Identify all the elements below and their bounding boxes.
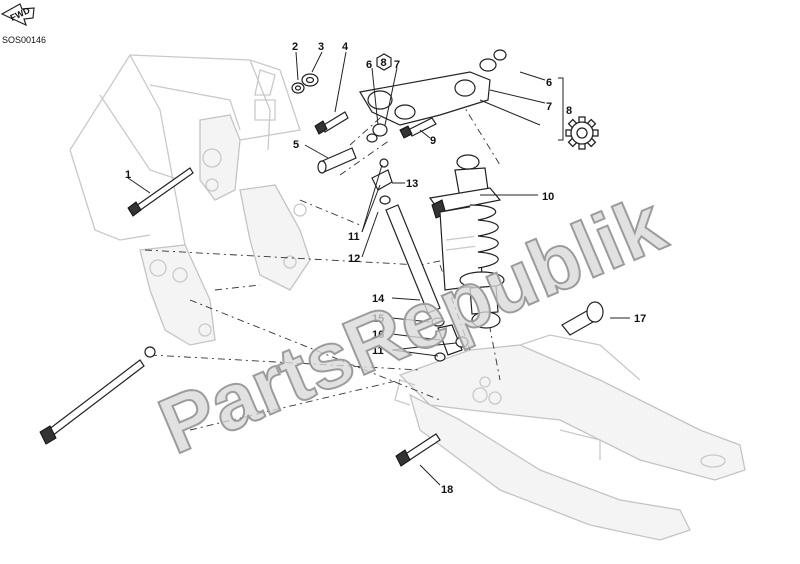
callout-8-right: 8 (566, 105, 572, 117)
callouts: 1 2 3 4 5 6 7 6 7 8 9 10 11 12 13 14 15 … (125, 41, 646, 496)
callout-13: 13 (406, 178, 418, 190)
callout-6-left: 6 (366, 59, 372, 71)
part-4-bolt (314, 111, 349, 135)
part-1-bolt (127, 167, 194, 217)
callout-4: 4 (342, 41, 349, 53)
callout-10: 10 (542, 191, 554, 203)
linkage-rocker (359, 49, 507, 143)
callout-3: 3 (318, 41, 324, 53)
hexagon-8-symbol: 8 (376, 53, 392, 71)
callout-8-hexagon: 8 (381, 57, 387, 69)
part-17-bolt (561, 301, 604, 336)
fwd-direction-badge: FWD (0, 3, 35, 27)
callout-2: 2 (292, 41, 298, 53)
callout-7-left: 7 (394, 59, 400, 71)
part-14-tie-rod (385, 204, 441, 314)
callout-7-right: 7 (546, 101, 552, 113)
callout-9: 9 (430, 135, 436, 147)
leader-lines (127, 51, 630, 486)
callout-1: 1 (125, 169, 131, 181)
callout-12: 12 (348, 253, 360, 265)
part-13-o-ring (379, 195, 391, 205)
forward-arrow-icon (0, 3, 35, 27)
part-16-rod-end-lower (434, 324, 469, 362)
callout-17: 17 (634, 313, 646, 325)
part-5-pin (317, 147, 357, 174)
part-2-washer (291, 82, 305, 94)
callout-6-right: 6 (546, 77, 552, 89)
reference-code: SOS00146 (2, 35, 46, 45)
swingarm-outline (394, 334, 746, 541)
callout-15: 15 (372, 313, 384, 325)
callout-16: 16 (372, 329, 384, 341)
pivot-shaft (39, 346, 156, 445)
part-10-shock-absorber (428, 154, 505, 329)
callout-14: 14 (372, 293, 385, 305)
part-15-seal (431, 317, 445, 327)
callout-11-lower: 11 (372, 345, 384, 357)
frame-outline (69, 54, 311, 346)
part-3-bush (301, 73, 319, 87)
callout-11-upper: 11 (348, 231, 360, 243)
gear-icon (565, 116, 599, 150)
callout-18: 18 (441, 484, 453, 496)
callout-5: 5 (293, 139, 299, 151)
part-18-bolt (395, 433, 441, 467)
